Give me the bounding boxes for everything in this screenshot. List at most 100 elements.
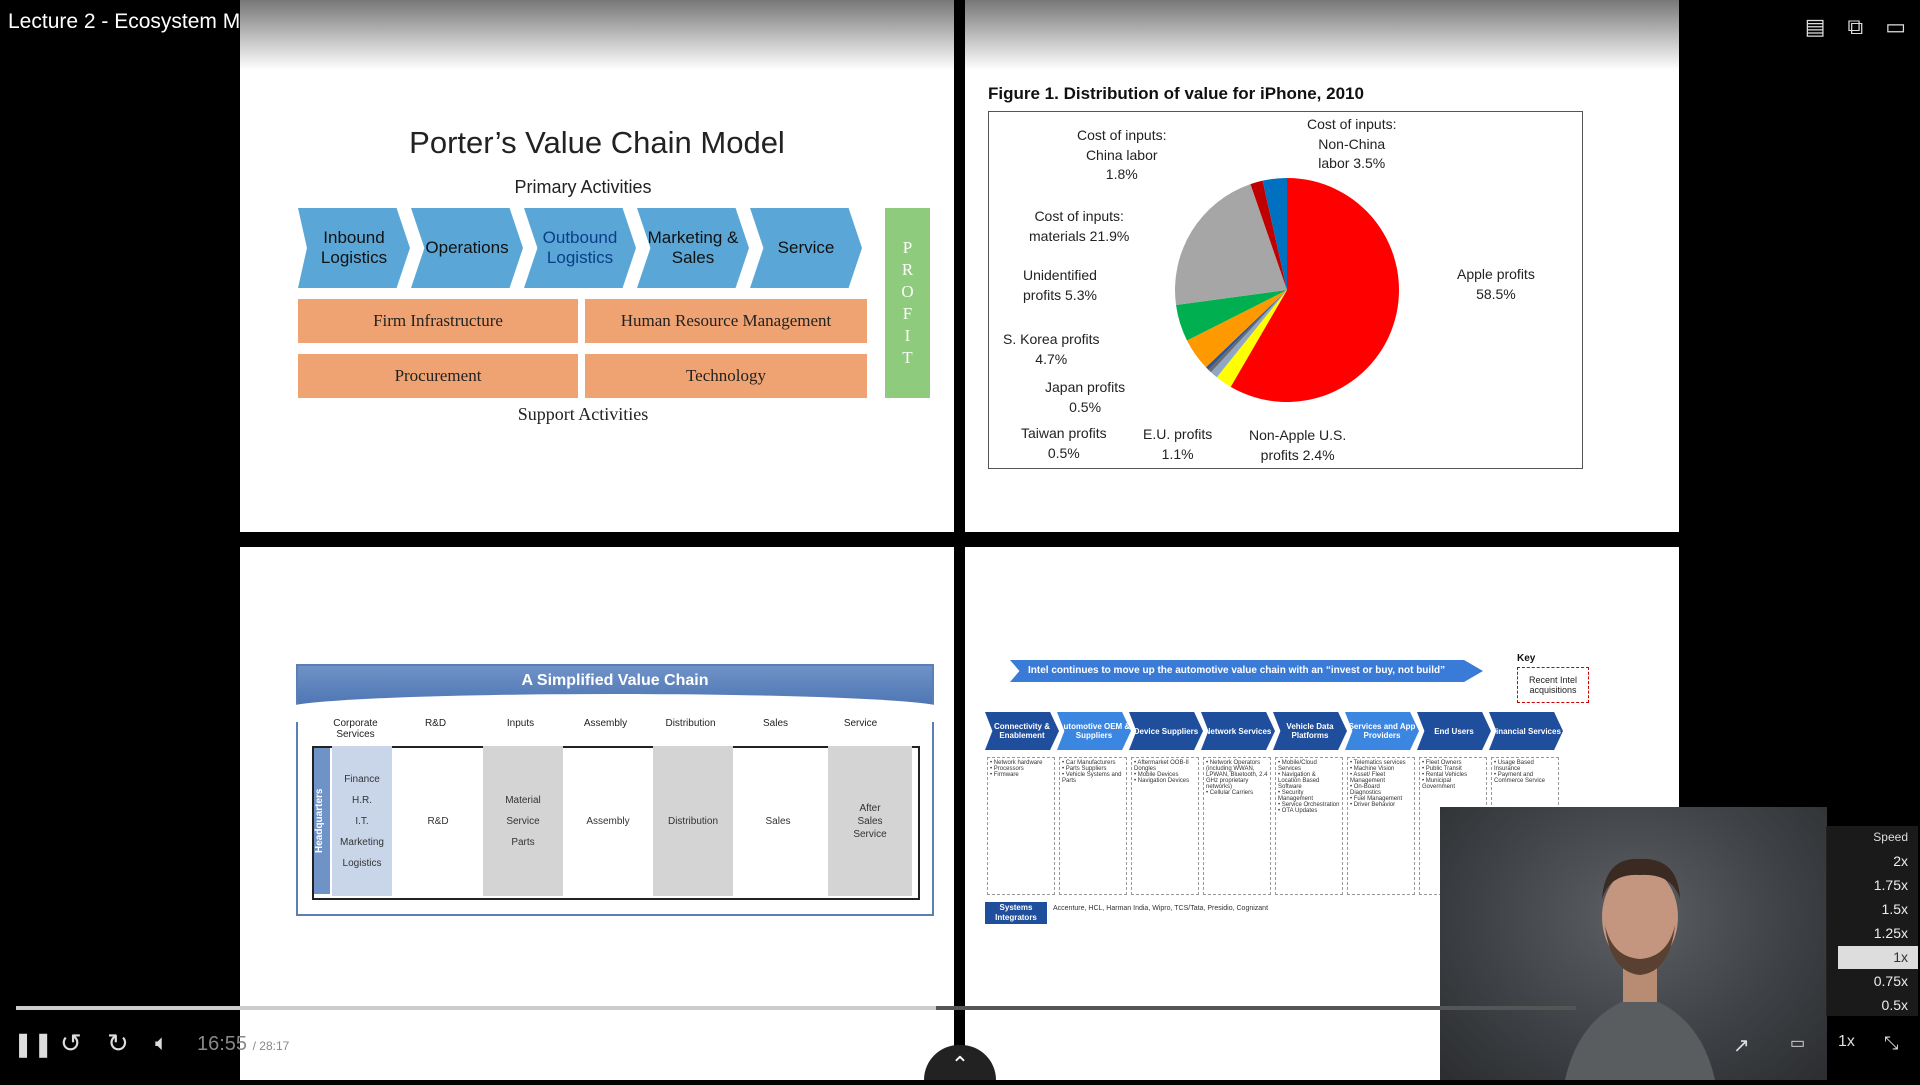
forward-10-icon[interactable]: ↻ [107,1028,129,1058]
profit-letter: F [902,304,913,323]
profit-letter: R [901,260,914,279]
stage-item: • OTA Updates [1278,808,1318,814]
pie-slice-1 [1216,290,1287,387]
exit-fullscreen-icon[interactable]: ⤡ [1884,1033,1899,1053]
label-materials: Cost of inputs:materials 21.9% [1029,208,1130,244]
speed-option[interactable]: 1.5x [1881,901,1908,917]
captions-icon[interactable]: ▭ [1790,1035,1806,1052]
speed-option-selected[interactable]: 1x [1838,946,1918,969]
sales-box: Sales [765,815,791,827]
stage-item: • Cellular Carriers [1206,790,1254,796]
support-hr: Human Resource Management [585,299,867,343]
stage-item: • Mobile/Cloud Services [1278,760,1317,772]
stage-item: • Machine Vision [1350,766,1395,772]
pie-slice-6 [1176,290,1287,341]
speed-menu: Speed 2x 1.75x 1.5x 1.25x 1x 0.75x 0.5x [1826,826,1918,1016]
profit-letter: P [902,238,913,257]
slide-porter: Porter’s Value Chain Model Primary Activ… [240,0,954,532]
stage-item: • Car Manufacturers [1062,760,1116,766]
stage-item: • Firmware [990,772,1019,778]
speed-option[interactable]: 1.25x [1873,925,1908,941]
chevron-service: Service [750,208,862,288]
speed-option[interactable]: 2x [1893,853,1908,869]
speed-option[interactable]: 0.75x [1873,973,1908,989]
stage-item: • Aftermarket OOB-II Dongles [1134,760,1189,772]
pie-slice-4 [1205,290,1287,370]
chevron-outbound: Outbound Logistics [524,208,636,288]
pie-slice-7 [1175,184,1287,306]
pip-icon[interactable]: ▭ [1885,14,1906,39]
profit-letter: T [902,348,913,367]
playback-rate-button[interactable]: 1x [1838,1033,1855,1050]
speed-option[interactable]: 0.5x [1881,997,1908,1013]
simplified-title: A Simplified Value Chain [288,666,942,722]
stage-column-4: • Mobile/Cloud Services• Navigation & Lo… [1275,757,1343,895]
col-distribution: Distribution [665,718,716,729]
top-toolbar: ▤ ⧉ ▭ [1805,14,1906,40]
stage-item: • Network hardware [990,760,1043,766]
pie-slice-3 [1208,290,1287,373]
seek-bar[interactable] [16,1006,1576,1010]
simplified-chain-diagram: A Simplified Value Chain Corporate Servi… [288,664,942,916]
support-technology: Technology [585,354,867,398]
stage-chevron-6: End Users [1417,712,1491,750]
rewind-10-icon[interactable]: ↺ [60,1028,82,1058]
pie-chart [1175,178,1399,402]
stage-item: • Telematics services [1350,760,1406,766]
stage-chevron-0: Connectivity & Enablement [985,712,1059,750]
stage-chevron-2: Device Suppliers [1129,712,1203,750]
stage-item: • Payment and Commerce Service [1494,772,1546,784]
label-nonapple: Non-Apple U.S.profits 2.4% [1249,427,1347,463]
volume-icon[interactable]: 🔈︎ [155,1030,169,1055]
chevron-operations: Operations [411,208,523,288]
stage-item: • Mobile Devices [1134,772,1179,778]
pie-slice-9 [1262,178,1287,290]
stage-item: • Municipal Government [1422,778,1456,790]
pie-slice-2 [1210,290,1287,378]
chevron-marketing: Marketing & Sales [637,208,749,288]
layout-icon[interactable]: ⧉ [1847,14,1864,39]
speed-option[interactable]: 1.75x [1873,877,1908,893]
time-display: 16:55 / 28:17 [197,1033,290,1055]
figure-title: Figure 1. Distribution of value for iPho… [988,84,1364,103]
stage-item: • Usage Based Insurance [1494,760,1534,772]
stage-item: • Vehicle Systems and Parts [1062,772,1122,784]
stage-chevron-5: Services and App Providers [1345,712,1419,750]
systems-integrators-list: Accenture, HCL, Harman India, Wipro, TCS… [1053,905,1269,912]
col-sales: Sales [762,718,788,729]
stage-item: • Navigation Devices [1134,778,1190,784]
stage-chevron-7: Financial Services [1489,712,1563,750]
stage-column-5: • Telematics services• Machine Vision• A… [1347,757,1415,895]
col-rd: R&D [424,718,447,729]
stage-column-0: • Network hardware• Processors• Firmware [987,757,1055,895]
stage-item: • Rental Vehicles [1422,772,1468,778]
notes-icon[interactable]: ▤ [1804,14,1826,39]
col-assembly: Assembly [583,718,628,729]
pause-icon[interactable]: ❚❚ [13,1031,54,1058]
stage-item: • Fuel Management [1350,796,1403,802]
stage-item: • Fleet Owners [1422,760,1462,766]
stage-item: • Public Transit [1422,766,1462,772]
popout-icon[interactable]: ↗ [1733,1035,1750,1057]
headquarters-label: Headquarters [314,748,330,894]
support-procurement: Procurement [298,354,578,398]
stage-item: • Service Orchestration [1278,802,1340,808]
stage-item: • Parts Suppliers [1062,766,1107,772]
stage-column-1: • Car Manufacturers• Parts Suppliers• Ve… [1059,757,1127,895]
systems-integrators-label: Systems Integrators [985,902,1047,924]
speed-label: Speed [1873,830,1908,844]
instructor-figure [1565,858,1715,1080]
assembly-box: Assembly [586,815,630,827]
stage-item: • Network Operators (including WWAN, LPW… [1206,760,1268,790]
